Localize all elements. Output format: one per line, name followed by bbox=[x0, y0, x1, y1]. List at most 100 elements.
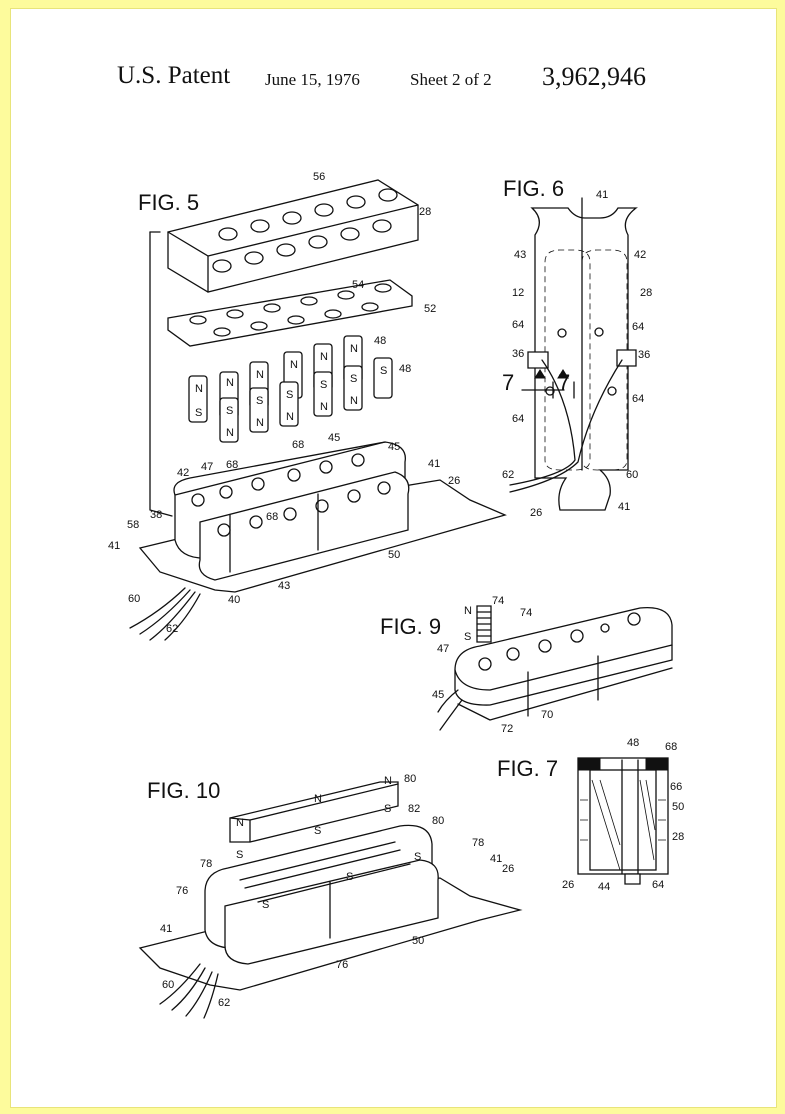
pole-letter: S bbox=[346, 871, 353, 883]
reference-numeral: 43 bbox=[514, 249, 526, 261]
reference-numeral: 47 bbox=[437, 643, 449, 655]
pole-letter: S bbox=[414, 851, 421, 863]
fig5-wires bbox=[130, 588, 200, 640]
reference-numeral: 28 bbox=[672, 831, 684, 843]
reference-numeral: 58 bbox=[127, 519, 139, 531]
reference-numeral: 70 bbox=[541, 709, 553, 721]
reference-numeral: 41 bbox=[428, 458, 440, 470]
reference-numeral: 64 bbox=[652, 879, 664, 891]
reference-numeral: 74 bbox=[492, 595, 504, 607]
reference-numeral: 26 bbox=[530, 507, 542, 519]
pole-letter: N bbox=[286, 411, 294, 423]
reference-numeral: 80 bbox=[432, 815, 444, 827]
reference-numeral: 36 bbox=[638, 349, 650, 361]
pole-letter: N bbox=[195, 383, 203, 395]
reference-numeral: 50 bbox=[388, 549, 400, 561]
reference-numeral: 48 bbox=[374, 335, 386, 347]
reference-numeral: 48 bbox=[627, 737, 639, 749]
reference-numeral: 42 bbox=[177, 467, 189, 479]
reference-numeral: 64 bbox=[632, 393, 644, 405]
pole-letter: S bbox=[226, 405, 233, 417]
reference-numeral: 52 bbox=[424, 303, 436, 315]
reference-numeral: 47 bbox=[201, 461, 213, 473]
pole-letter: N bbox=[236, 817, 244, 829]
pole-letter: N bbox=[226, 427, 234, 439]
reference-numeral: 80 bbox=[404, 773, 416, 785]
reference-numeral: 41 bbox=[618, 501, 630, 513]
reference-numeral: 60 bbox=[626, 469, 638, 481]
pole-letter: S bbox=[262, 899, 269, 911]
reference-numeral: 28 bbox=[640, 287, 652, 299]
pole-letter: S bbox=[384, 803, 391, 815]
reference-numeral: 43 bbox=[278, 580, 290, 592]
reference-numeral: 66 bbox=[670, 781, 682, 793]
reference-numeral: 26 bbox=[562, 879, 574, 891]
pole-letter: N bbox=[314, 793, 322, 805]
pole-letter: S bbox=[314, 825, 321, 837]
pole-letter: N bbox=[464, 605, 472, 617]
reference-numeral: 68 bbox=[292, 439, 304, 451]
reference-numeral: 60 bbox=[162, 979, 174, 991]
reference-numeral: 68 bbox=[226, 459, 238, 471]
fig5-cover bbox=[168, 180, 418, 292]
pole-letter: S bbox=[380, 365, 387, 377]
reference-numeral: 64 bbox=[512, 413, 524, 425]
reference-numeral: 76 bbox=[176, 885, 188, 897]
reference-numeral: 64 bbox=[512, 319, 524, 331]
reference-numeral: 41 bbox=[108, 540, 120, 552]
pole-letter: N bbox=[320, 351, 328, 363]
reference-numeral: 42 bbox=[634, 249, 646, 261]
pole-letter: S bbox=[195, 407, 202, 419]
reference-numeral: 50 bbox=[672, 801, 684, 813]
pole-letter: S bbox=[256, 395, 263, 407]
fig7-drawing: 48 68 66 50 28 26 44 64 bbox=[562, 737, 684, 893]
reference-numeral: 56 bbox=[313, 171, 325, 183]
pole-letter: N bbox=[350, 343, 358, 355]
reference-numeral: 68 bbox=[665, 741, 677, 753]
reference-numeral: 60 bbox=[128, 593, 140, 605]
reference-numeral: 38 bbox=[150, 509, 162, 521]
reference-numeral: 64 bbox=[632, 321, 644, 333]
pole-letter: N bbox=[256, 417, 264, 429]
pole-letter: S bbox=[286, 389, 293, 401]
pole-letter: S bbox=[236, 849, 243, 861]
pole-letter: S bbox=[464, 631, 471, 643]
fig6-drawing: 4143 4212 2864 6436 367 764 6462 6026 41 bbox=[502, 189, 652, 519]
reference-numeral: 45 bbox=[388, 441, 400, 453]
reference-numeral: 41 bbox=[490, 853, 502, 865]
reference-numeral: 74 bbox=[520, 607, 532, 619]
reference-numeral: 54 bbox=[352, 279, 364, 291]
reference-numeral: 36 bbox=[512, 348, 524, 360]
reference-numeral: 78 bbox=[200, 858, 212, 870]
reference-numeral: 76 bbox=[336, 959, 348, 971]
pole-letter: S bbox=[350, 373, 357, 385]
reference-numeral: 62 bbox=[166, 623, 178, 635]
reference-numeral: 62 bbox=[218, 997, 230, 1009]
pole-letter: N bbox=[384, 775, 392, 787]
reference-numeral: 28 bbox=[419, 206, 431, 218]
reference-numeral: 40 bbox=[228, 594, 240, 606]
pole-letter: S bbox=[320, 379, 327, 391]
fig10-drawing: 8082 8078 7841 2676 4150 7660 62 bbox=[140, 773, 520, 1018]
reference-numeral: 44 bbox=[598, 881, 610, 893]
reference-numeral: 26 bbox=[448, 475, 460, 487]
pole-letter: N bbox=[256, 369, 264, 381]
reference-numeral: 41 bbox=[596, 189, 608, 201]
reference-numeral: 82 bbox=[408, 803, 420, 815]
pole-letter: N bbox=[320, 401, 328, 413]
reference-numeral: 50 bbox=[412, 935, 424, 947]
reference-numeral: 26 bbox=[502, 863, 514, 875]
reference-numeral: 48 bbox=[399, 363, 411, 375]
reference-numeral: 62 bbox=[502, 469, 514, 481]
reference-numeral: 72 bbox=[501, 723, 513, 735]
fig5-drawing: 5628 5452 4848 4247 6868 4545 4126 6838 … bbox=[108, 171, 505, 640]
reference-numeral: 45 bbox=[328, 432, 340, 444]
reference-numeral: 78 bbox=[472, 837, 484, 849]
reference-numeral: 12 bbox=[512, 287, 524, 299]
reference-numeral: 7 bbox=[558, 370, 570, 395]
pole-letter: N bbox=[290, 359, 298, 371]
reference-numeral: 68 bbox=[266, 511, 278, 523]
pole-letter: N bbox=[350, 395, 358, 407]
pole-letter: N bbox=[226, 377, 234, 389]
